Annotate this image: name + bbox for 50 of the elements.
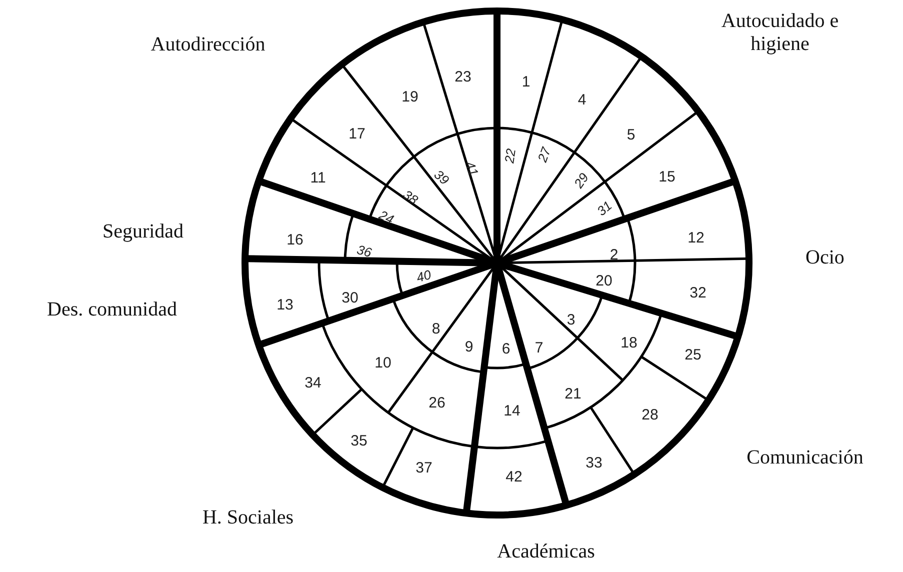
item-number: 23 (454, 68, 472, 86)
item-number: 35 (350, 432, 368, 450)
item-number: 16 (286, 231, 304, 249)
item-number: 15 (658, 168, 676, 186)
item-number: 2 (610, 246, 618, 264)
item-number: 17 (348, 125, 366, 143)
item-number: 32 (690, 284, 706, 302)
item-number: 40 (415, 268, 433, 286)
item-number: 21 (564, 385, 582, 403)
item-number: 27 (536, 146, 554, 164)
item-number: 19 (402, 88, 418, 106)
item-number: 20 (596, 272, 612, 290)
item-number: 10 (374, 354, 392, 372)
area-label: Des. comunidad (47, 298, 177, 322)
item-number: 30 (342, 289, 358, 307)
item-number: 12 (688, 229, 704, 247)
item-number: 26 (428, 394, 446, 412)
item-number: 24 (376, 208, 396, 228)
item-number: 29 (572, 170, 592, 192)
area-label: H. Sociales (202, 506, 294, 530)
item-number: 22 (502, 148, 520, 164)
item-number: 8 (432, 320, 440, 338)
item-number: 31 (594, 198, 616, 220)
item-number: 41 (461, 160, 481, 178)
item-number: 37 (416, 459, 432, 477)
item-number: 13 (276, 296, 294, 314)
item-number: 33 (586, 454, 602, 472)
item-number: 36 (355, 242, 373, 262)
item-number: 18 (620, 334, 638, 352)
item-number: 5 (626, 126, 636, 144)
item-number: 34 (304, 374, 322, 392)
area-label: Académicas (497, 540, 595, 564)
area-label: Ocio (806, 246, 844, 270)
area-label: Comunicación (746, 446, 864, 470)
item-number: 4 (578, 91, 586, 109)
area-label: Autocuidado e higiene (720, 10, 840, 56)
item-number: 11 (310, 169, 326, 187)
item-number: 25 (684, 346, 702, 364)
item-number: 3 (566, 311, 576, 329)
item-number: 42 (506, 468, 522, 486)
item-number: 6 (502, 340, 510, 358)
item-number: 39 (430, 168, 452, 188)
item-number: 9 (464, 338, 474, 356)
item-number: 28 (642, 406, 658, 424)
item-number: 14 (504, 402, 520, 420)
item-number: 38 (400, 188, 420, 208)
area-label: Autodirección (150, 34, 266, 56)
area-label: Seguridad (102, 220, 184, 244)
item-number: 7 (534, 339, 544, 357)
item-number: 1 (522, 73, 530, 91)
